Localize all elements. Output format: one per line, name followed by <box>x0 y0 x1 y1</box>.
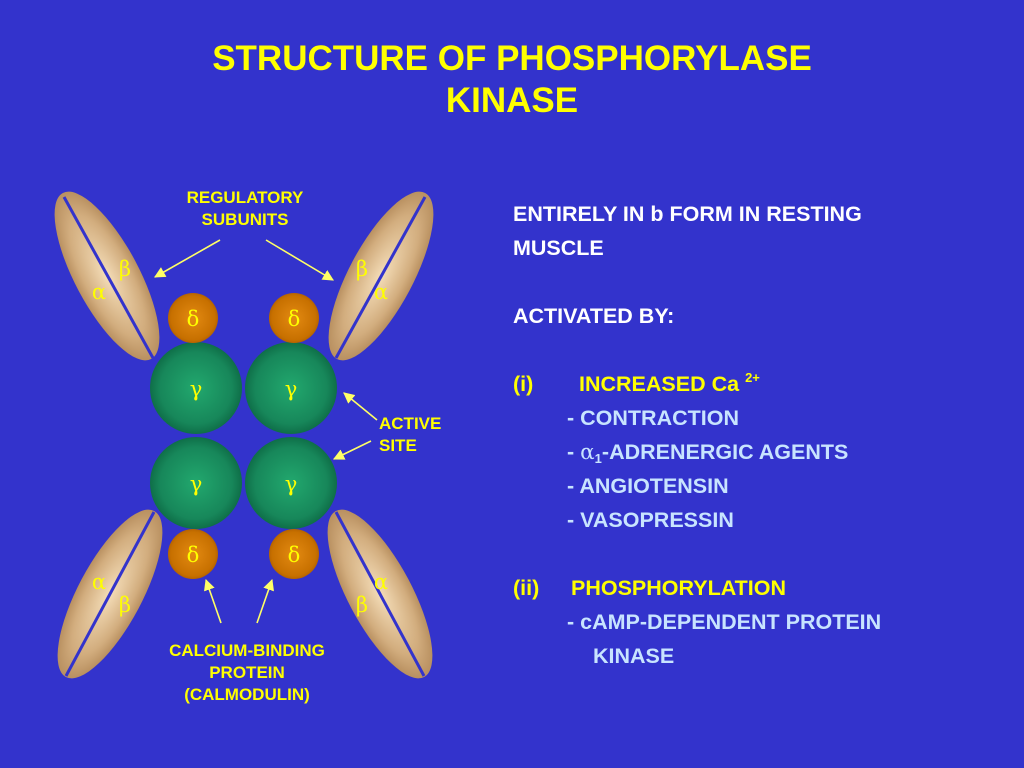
activation-item-phosphorylation: (ii) PHOSPHORYLATION <box>513 571 1003 605</box>
delta-subunit-bottom-left <box>168 529 218 579</box>
alpha-label-bottom-left: α <box>92 570 106 594</box>
delta-label-4: δ <box>288 543 301 567</box>
beta-label-bottom-right: β <box>356 593 368 617</box>
active-site-label: ACTIVE SITE <box>379 414 442 455</box>
alpha-label-top-left: α <box>92 280 106 304</box>
activated-by-heading: ACTIVATED BY: <box>513 304 675 328</box>
calcium-binding-protein-label: CALCIUM-BINDING PROTEIN (CALMODULIN) <box>169 641 325 704</box>
sub-item-contraction: - CONTRACTION <box>567 406 739 430</box>
gamma-label-4: γ <box>285 472 298 496</box>
beta-label-top-left: β <box>119 257 131 281</box>
sub-item-camp-kinase-line-1: - cAMP-DEPENDENT PROTEIN <box>567 610 882 634</box>
alpha-label-top-right: α <box>374 280 388 304</box>
delta-subunit-top-right <box>269 293 319 343</box>
increased-calcium-text: INCREASED Ca <box>579 372 740 396</box>
title-line-1: STRUCTURE OF PHOSPHORYLASE <box>212 39 812 78</box>
alpha-beta-subunit-bottom-left <box>57 509 163 679</box>
regulatory-subunits-label: REGULATORY SUBUNITS <box>186 188 304 229</box>
sub-item-camp-kinase-line-2: KINASE <box>593 644 675 668</box>
gamma-subunit-top-left <box>150 342 242 434</box>
gamma-label-2: γ <box>285 377 298 401</box>
alpha-symbol: α <box>580 440 595 465</box>
sub-item-angiotensin: - ANGIOTENSIN <box>567 474 729 498</box>
alpha-subscript: 1 <box>594 451 602 466</box>
sub-item-adrenergic: - α1-ADRENERGIC AGENTS <box>567 440 849 466</box>
beta-label-top-right: β <box>356 257 368 281</box>
arrow-calmodulin-right <box>256 578 274 624</box>
alpha-beta-subunit-top-left <box>54 191 160 361</box>
arrow-regulatory-left <box>154 239 221 278</box>
gamma-label-1: γ <box>190 377 203 401</box>
gamma-subunit-bottom-right <box>245 437 337 529</box>
beta-label-bottom-left: β <box>119 593 131 617</box>
alpha-beta-subunit-top-right <box>328 191 434 361</box>
delta-subunit-bottom-right <box>269 529 319 579</box>
activation-info-panel: ENTIRELY IN b FORM IN RESTING MUSCLE ACT… <box>513 197 1003 673</box>
page-title: STRUCTURE OF PHOSPHORYLASE KINASE <box>0 38 1024 122</box>
sub-item-vasopressin: - VASOPRESSIN <box>567 508 734 532</box>
item-number-i: (i) <box>513 372 534 396</box>
alpha-beta-subunit-bottom-right <box>327 509 433 679</box>
gamma-subunit-top-right <box>245 342 337 434</box>
alpha-label-bottom-right: α <box>374 570 388 594</box>
delta-label-3: δ <box>187 543 200 567</box>
calcium-charge-superscript: 2+ <box>745 370 760 385</box>
arrow-active-site-lower <box>332 440 372 460</box>
resting-state-line-1: ENTIRELY IN b FORM IN RESTING <box>513 202 862 226</box>
arrow-calmodulin-left <box>204 578 222 624</box>
arrow-regulatory-right <box>265 239 334 281</box>
phosphorylation-text: PHOSPHORYLATION <box>571 576 787 600</box>
delta-label-2: δ <box>288 307 301 331</box>
delta-label-1: δ <box>187 307 200 331</box>
delta-subunit-top-left <box>168 293 218 343</box>
resting-state-line-2: MUSCLE <box>513 236 604 260</box>
gamma-label-3: γ <box>190 472 203 496</box>
item-number-ii: (ii) <box>513 576 540 600</box>
title-line-2: KINASE <box>445 81 579 120</box>
activation-item-calcium: (i) INCREASED Ca 2+ <box>513 367 1003 401</box>
arrow-active-site-upper <box>343 392 378 421</box>
gamma-subunit-bottom-left <box>150 437 242 529</box>
